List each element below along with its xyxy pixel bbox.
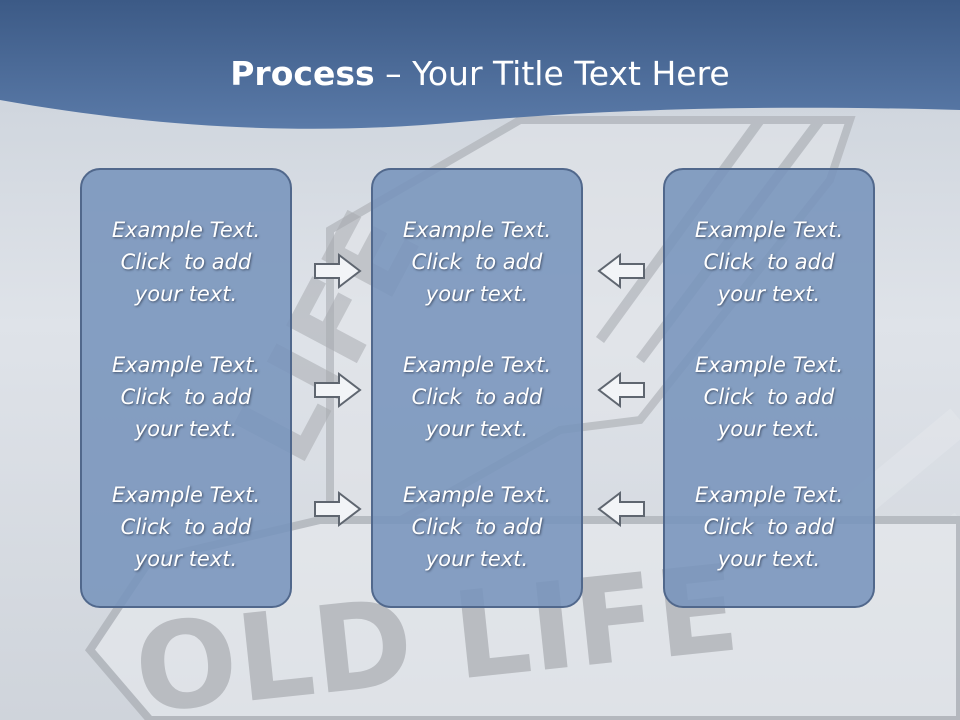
text-line: Example Text. [694, 218, 844, 242]
text-placeholder[interactable]: Example Text. Click to add your text. [665, 479, 873, 575]
arrow-right-outline-icon[interactable] [313, 490, 363, 528]
title-bold: Process [230, 54, 375, 93]
text-placeholder[interactable]: Example Text. Click to add your text. [665, 349, 873, 445]
text-placeholder[interactable]: Example Text. Click to add your text. [373, 479, 581, 575]
text-line: Example Text. [111, 218, 261, 242]
text-line: Example Text. [111, 483, 261, 507]
process-box-center[interactable]: Example Text. Click to add your text. Ex… [371, 168, 583, 608]
text-line: Click to add [411, 250, 543, 274]
page-title[interactable]: Process – Your Title Text Here [0, 52, 960, 96]
text-line: Example Text. [111, 353, 261, 377]
text-line: Example Text. [694, 483, 844, 507]
arrow-right-outline-icon[interactable] [313, 252, 363, 290]
text-line: Click to add [411, 385, 543, 409]
title-rest: – Your Title Text Here [374, 54, 730, 93]
text-line: Example Text. [402, 218, 552, 242]
process-box-left[interactable]: Example Text. Click to add your text. Ex… [80, 168, 292, 608]
text-line: your text. [717, 282, 821, 306]
text-placeholder[interactable]: Example Text. Click to add your text. [82, 214, 290, 310]
text-placeholder[interactable]: Example Text. Click to add your text. [82, 479, 290, 575]
text-line: Click to add [120, 250, 252, 274]
text-line: Example Text. [402, 483, 552, 507]
header-band [0, 0, 960, 129]
arrow-left-outline-icon[interactable] [596, 490, 646, 528]
text-line: your text. [425, 282, 529, 306]
text-line: your text. [717, 417, 821, 441]
text-line: Click to add [120, 385, 252, 409]
text-placeholder[interactable]: Example Text. Click to add your text. [665, 214, 873, 310]
text-line: your text. [717, 547, 821, 571]
text-line: your text. [425, 417, 529, 441]
arrow-left-outline-icon[interactable] [596, 371, 646, 409]
text-line: Example Text. [694, 353, 844, 377]
text-placeholder[interactable]: Example Text. Click to add your text. [82, 349, 290, 445]
arrow-right-outline-icon[interactable] [313, 371, 363, 409]
text-placeholder[interactable]: Example Text. Click to add your text. [373, 349, 581, 445]
text-placeholder[interactable]: Example Text. Click to add your text. [373, 214, 581, 310]
process-box-right[interactable]: Example Text. Click to add your text. Ex… [663, 168, 875, 608]
arrow-left-outline-icon[interactable] [596, 252, 646, 290]
text-line: Click to add [411, 515, 543, 539]
text-line: your text. [134, 547, 238, 571]
text-line: your text. [134, 417, 238, 441]
text-line: Click to add [703, 515, 835, 539]
text-line: your text. [425, 547, 529, 571]
text-line: Click to add [120, 515, 252, 539]
text-line: Click to add [703, 250, 835, 274]
text-line: your text. [134, 282, 238, 306]
text-line: Example Text. [402, 353, 552, 377]
text-line: Click to add [703, 385, 835, 409]
